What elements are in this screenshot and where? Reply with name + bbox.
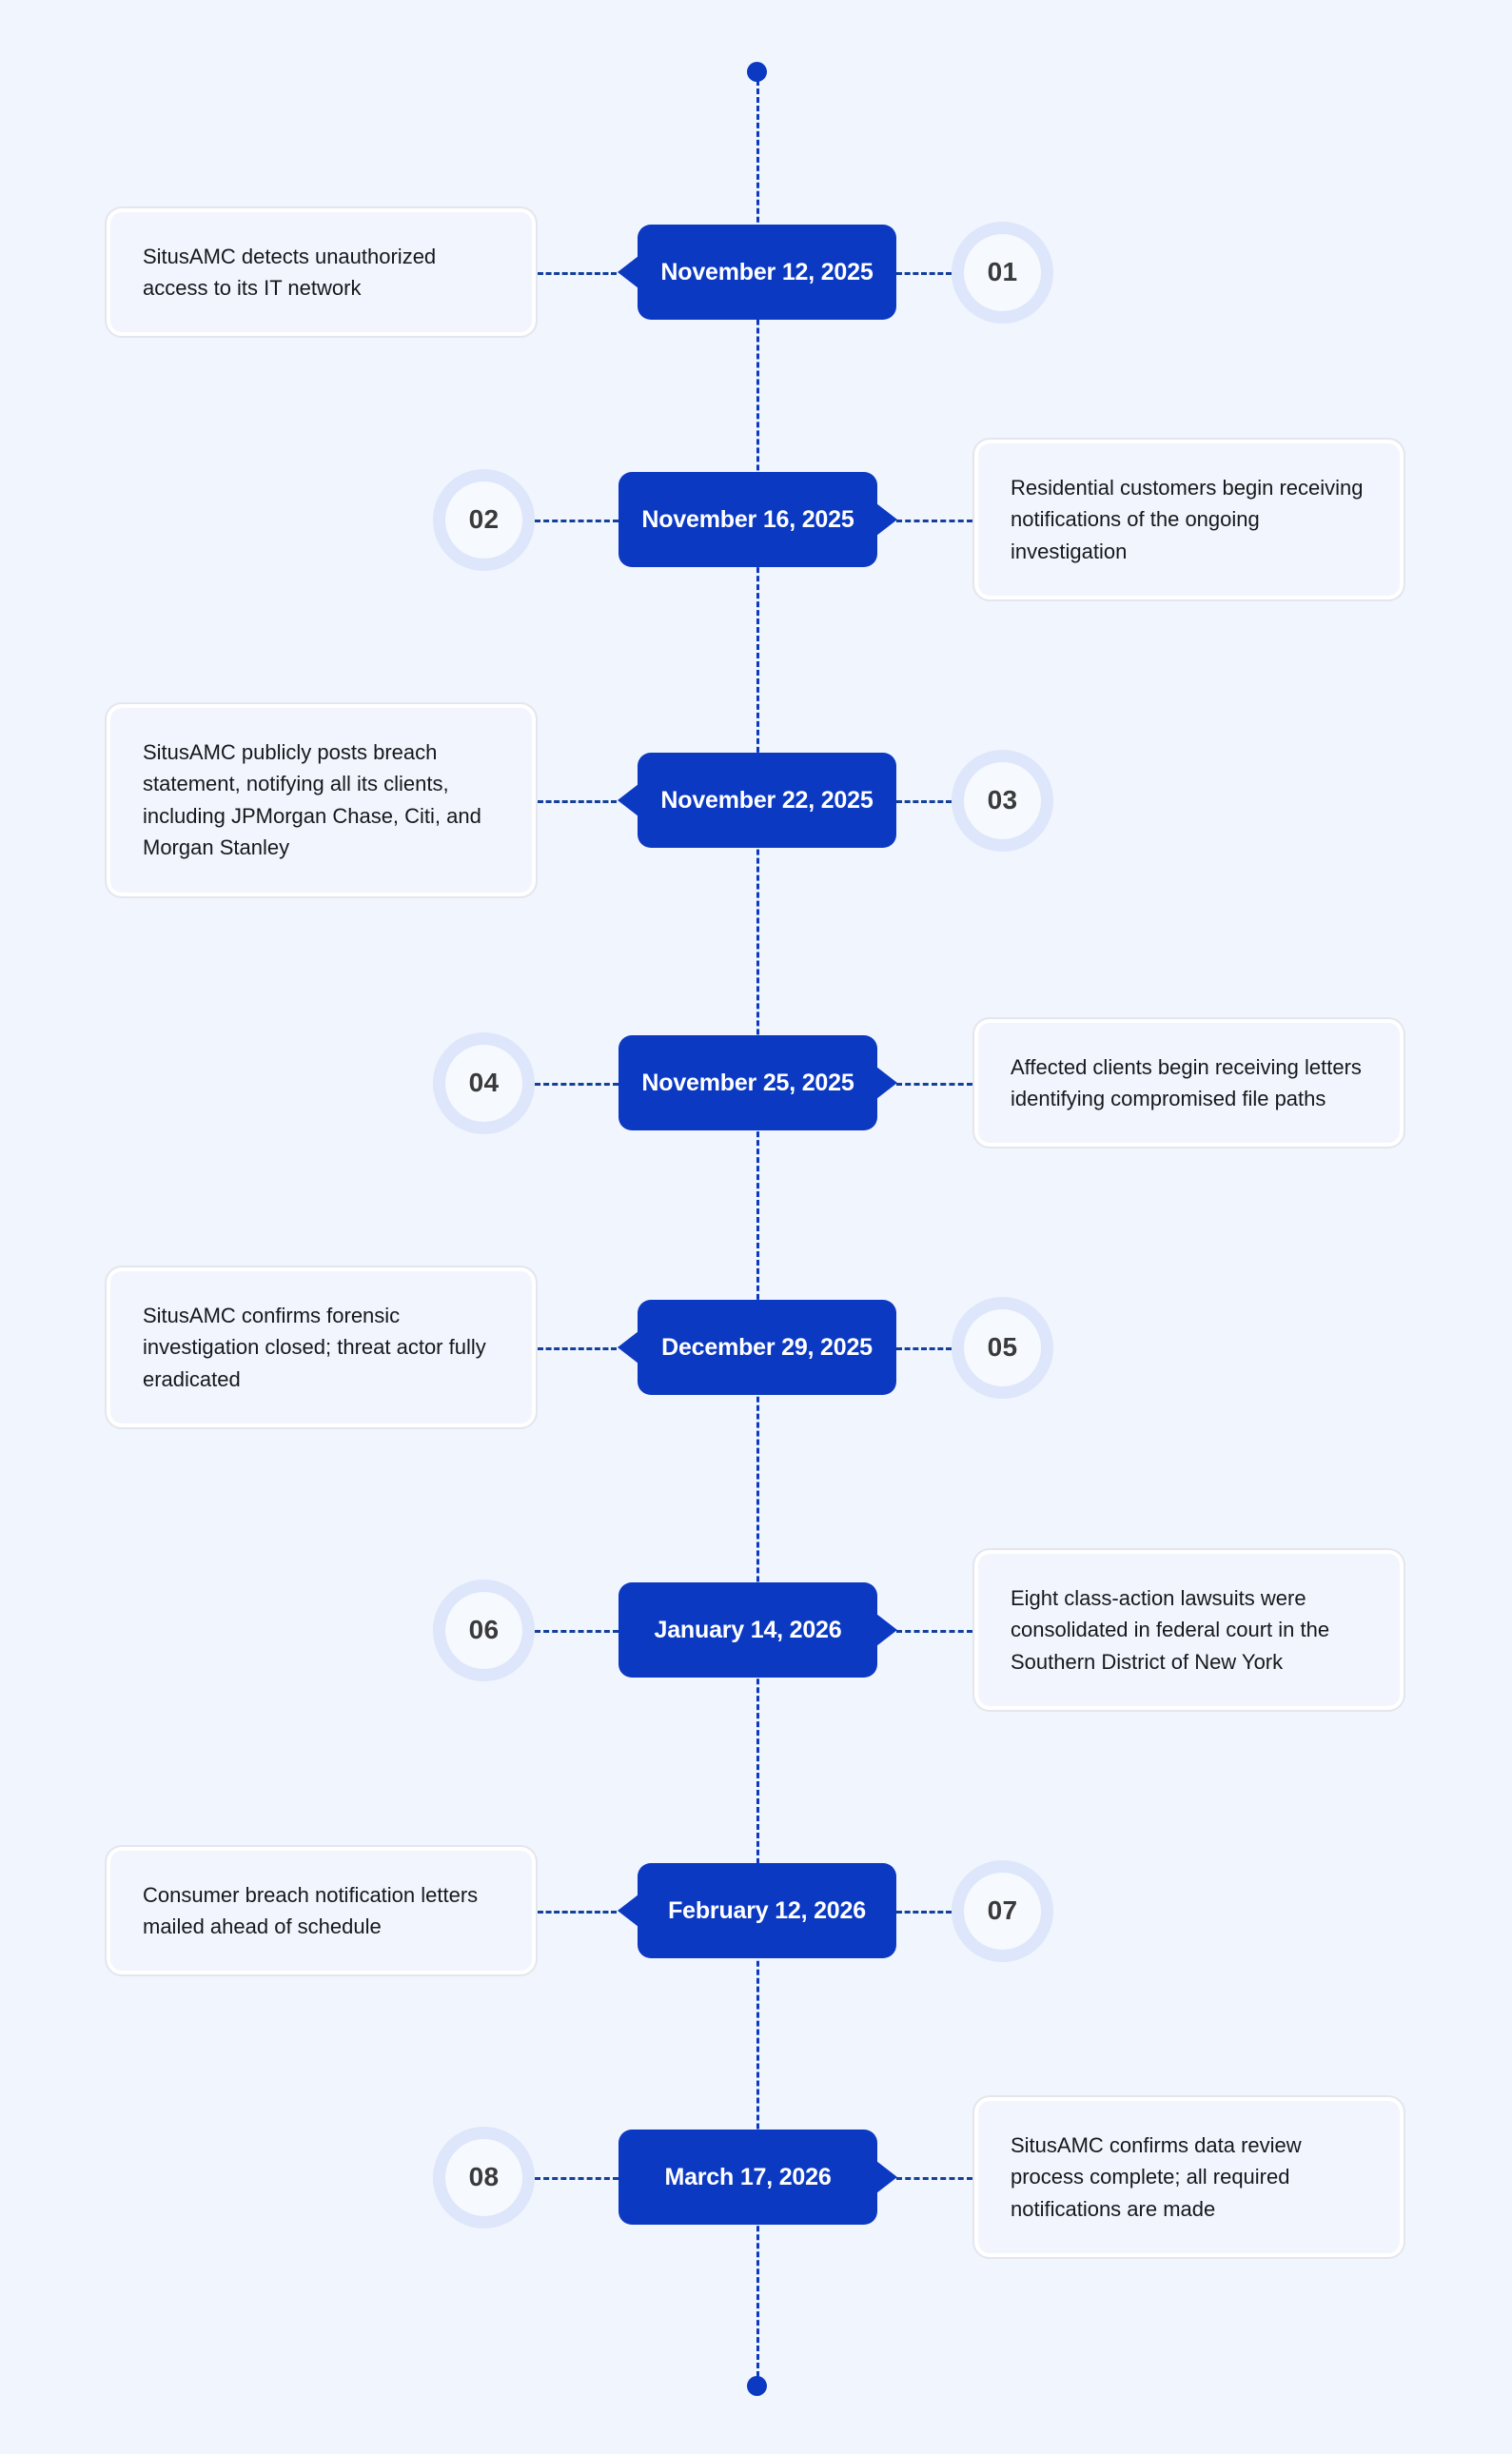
date-badge-01[interactable]: November 12, 2025 [638, 225, 896, 320]
step-number-circle-02: 02 [433, 468, 535, 571]
step-number-circle-04: 04 [433, 1031, 535, 1134]
connector-card-to-badge-05 [538, 1347, 617, 1350]
connector-card-to-badge-03 [538, 800, 617, 803]
connector-badge-to-circle-03 [896, 800, 952, 803]
connector-badge-to-circle-08 [535, 2177, 619, 2180]
date-badge-02[interactable]: November 16, 2025 [619, 472, 877, 567]
connector-card-to-badge-02 [896, 520, 972, 522]
event-description-04: Affected clients begin receiving letters… [972, 1016, 1405, 1149]
date-badge-07[interactable]: February 12, 2026 [638, 1863, 896, 1958]
timeline-start-dot [747, 62, 767, 82]
step-number-circle-05: 05 [952, 1296, 1053, 1399]
event-description-02: Residential customers begin receiving no… [972, 438, 1405, 602]
step-number-circle-08: 08 [433, 2126, 535, 2228]
connector-card-to-badge-07 [538, 1911, 617, 1914]
step-number-circle-01: 01 [952, 221, 1053, 324]
connector-badge-to-circle-06 [535, 1630, 619, 1633]
connector-card-to-badge-04 [896, 1083, 972, 1086]
event-description-08: SitusAMC confirms data review process co… [972, 2095, 1405, 2260]
date-badge-04[interactable]: November 25, 2025 [619, 1035, 877, 1130]
event-description-03: SitusAMC publicly posts breach statement… [105, 702, 538, 898]
date-badge-06[interactable]: January 14, 2026 [619, 1582, 877, 1678]
step-number-circle-03: 03 [952, 749, 1053, 852]
step-number-circle-06: 06 [433, 1579, 535, 1681]
event-description-05: SitusAMC confirms forensic investigation… [105, 1266, 538, 1430]
event-description-07: Consumer breach notification letters mai… [105, 1844, 538, 1977]
event-description-01: SitusAMC detects unauthorized access to … [105, 206, 538, 339]
timeline-spine [756, 71, 759, 2385]
connector-card-to-badge-06 [896, 1630, 972, 1633]
connector-badge-to-circle-07 [896, 1911, 952, 1914]
timeline-end-dot [747, 2376, 767, 2396]
connector-badge-to-circle-05 [896, 1347, 952, 1350]
event-description-06: Eight class-action lawsuits were consoli… [972, 1548, 1405, 1713]
connector-badge-to-circle-01 [896, 272, 952, 275]
date-badge-05[interactable]: December 29, 2025 [638, 1300, 896, 1395]
connector-badge-to-circle-02 [535, 520, 619, 522]
date-badge-08[interactable]: March 17, 2026 [619, 2130, 877, 2225]
connector-badge-to-circle-04 [535, 1083, 619, 1086]
step-number-circle-07: 07 [952, 1859, 1053, 1962]
connector-card-to-badge-08 [896, 2177, 972, 2180]
date-badge-03[interactable]: November 22, 2025 [638, 753, 896, 848]
connector-card-to-badge-01 [538, 272, 617, 275]
